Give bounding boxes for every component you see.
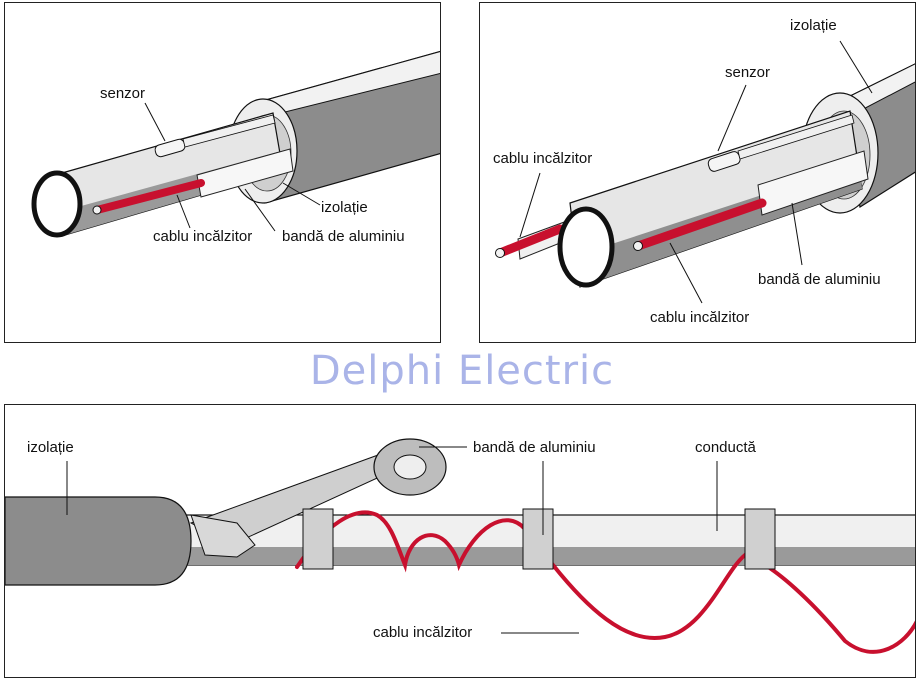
pipe-open-end <box>557 206 615 288</box>
heating-cable-outer-end <box>495 248 505 258</box>
label-izolatie: izolație <box>27 439 74 456</box>
panel-pipe-cross-section-right: izolație senzor cablu incălzitor bandă d… <box>479 2 916 343</box>
aluminium-tape-torn-end <box>190 514 256 558</box>
panel-pipe-spiral-wrap: izolație bandă de aluminiu conductă cabl… <box>4 404 916 678</box>
label-banda-aluminiu: bandă de aluminiu <box>758 271 881 288</box>
aluminium-tape <box>196 148 294 198</box>
aluminium-band-1 <box>302 508 334 570</box>
leader-senzor <box>144 102 166 142</box>
heating-cable <box>93 179 205 214</box>
pipe-open-end <box>31 170 83 238</box>
label-conducta: conductă <box>695 439 756 456</box>
label-senzor: senzor <box>725 64 771 81</box>
label-cablu-incalzitor-bottom: cablu incălzitor <box>650 309 750 326</box>
leader-senzor <box>717 84 747 152</box>
leader-izolatie <box>282 182 321 206</box>
pipe-spiral-drawing <box>5 438 915 654</box>
pipe-cutaway-drawing-left <box>31 50 440 238</box>
leader-banda <box>244 188 276 232</box>
watermark-brand: Delphi Electric <box>309 348 615 394</box>
label-izolatie: izolație <box>321 199 368 216</box>
aluminium-band-2 <box>522 508 554 570</box>
sensor-wire <box>182 114 276 148</box>
heating-cable-outer <box>495 224 565 258</box>
heating-cable-end <box>92 205 102 215</box>
pipe-cutaway-drawing-right <box>495 40 915 304</box>
insulation-body <box>5 496 192 586</box>
aluminium-tape-roll-core <box>393 454 427 480</box>
label-cablu-incalzitor-top: cablu incălzitor <box>493 150 593 167</box>
leader-banda <box>791 202 803 266</box>
label-banda-aluminiu: bandă de aluminiu <box>473 439 596 456</box>
label-cablu-incalzitor: cablu incălzitor <box>373 624 473 641</box>
label-izolatie: izolație <box>790 17 837 34</box>
label-senzor: senzor <box>100 85 146 102</box>
aluminium-band-3 <box>744 508 776 570</box>
leader-izolatie <box>839 40 873 94</box>
leader-cablu-top <box>519 172 541 238</box>
panel-pipe-cross-section-left: senzor izolație cablu incălzitor bandă d… <box>4 2 441 343</box>
leader-cablu <box>176 194 191 229</box>
sensor-wire <box>737 114 855 160</box>
heating-cable-inner <box>633 198 767 251</box>
label-cablu-incalzitor: cablu incălzitor <box>153 228 253 245</box>
heating-cable-inner-end <box>633 241 643 251</box>
leader-cablu-bottom <box>669 242 703 304</box>
label-banda-aluminiu: bandă de aluminiu <box>282 228 405 245</box>
